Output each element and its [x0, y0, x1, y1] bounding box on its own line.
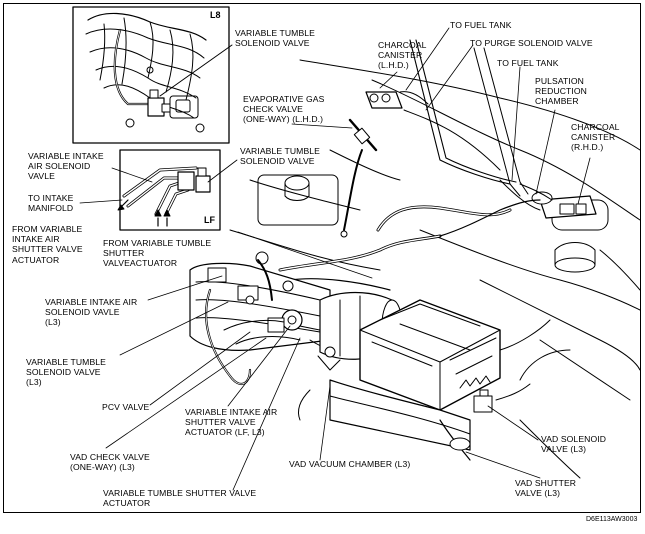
- label-evaporative-gas-check-valve: EVAPORATIVE GAS CHECK VALVE (ONE-WAY) (L…: [243, 94, 325, 125]
- label-charcoal-canister-lhd: CHARCOAL CANISTER (L.H.D.): [378, 40, 427, 71]
- label-vad-shutter-valve: VAD SHUTTER VALVE (L3): [515, 478, 577, 499]
- label-vad-vacuum-chamber: VAD VACUUM CHAMBER (L3): [289, 459, 411, 469]
- label-variable-tumble-solenoid-valve-l8: VARIABLE TUMBLE SOLENOID VALVE: [235, 28, 315, 49]
- label-vad-check-valve: VAD CHECK VALVE (ONE-WAY) (L3): [70, 452, 150, 473]
- label-variable-tumble-shutter-valve-actuator: VARIABLE TUMBLE SHUTTER VALVE ACTUATOR: [103, 488, 257, 509]
- label-variable-tumble-solenoid-valve-lf: VARIABLE TUMBLE SOLENOID VALVE: [240, 146, 320, 167]
- label-to-fuel-tank-1: TO FUEL TANK: [450, 20, 512, 30]
- inset-l8: [72, 6, 233, 144]
- diagram-frame: [3, 3, 641, 513]
- figure-code: D6E113AW3003: [586, 516, 638, 523]
- label-to-purge-solenoid-valve: TO PURGE SOLENOID VALVE: [470, 38, 593, 48]
- label-pulsation-reduction-chamber: PULSATION REDUCTION CHAMBER: [535, 76, 587, 107]
- label-vad-solenoid-valve: VAD SOLENOID VALVE (L3): [541, 434, 607, 455]
- label-pcv-valve: PCV VALVE: [102, 402, 150, 412]
- label-to-intake-manifold: TO INTAKE MANIFOLD: [28, 193, 74, 214]
- inset-tag-lf: LF: [204, 215, 215, 225]
- label-from-variable-intake-air-shutter-valve-actuator: FROM VARIABLE INTAKE AIR SHUTTER VALVE A…: [12, 224, 83, 265]
- label-charcoal-canister-rhd: CHARCOAL CANISTER (R.H.D.): [571, 122, 620, 153]
- label-variable-intake-air-solenoid-valve-l3: VARIABLE INTAKE AIR SOLENOID VAVLE (L3): [45, 297, 138, 328]
- leader-lines: [79, 27, 591, 491]
- engine-bay: [189, 39, 641, 479]
- label-variable-intake-air-shutter-valve-actuator: VARIABLE INTAKE AIR SHUTTER VALVE ACTUAT…: [185, 407, 278, 438]
- label-from-variable-tumble-shutter-valve-actuator: FROM VARIABLE TUMBLE SHUTTER VALVEACTUAT…: [103, 238, 212, 269]
- inset-lf: [117, 149, 221, 231]
- inset-tag-l8: L8: [210, 10, 221, 20]
- label-variable-intake-air-solenoid-valve-lf: VARIABLE INTAKE AIR SOLENOID VAVLE: [28, 151, 104, 182]
- label-to-fuel-tank-2: TO FUEL TANK: [497, 58, 559, 68]
- label-variable-tumble-solenoid-valve-l3: VARIABLE TUMBLE SOLENOID VALVE (L3): [26, 357, 106, 388]
